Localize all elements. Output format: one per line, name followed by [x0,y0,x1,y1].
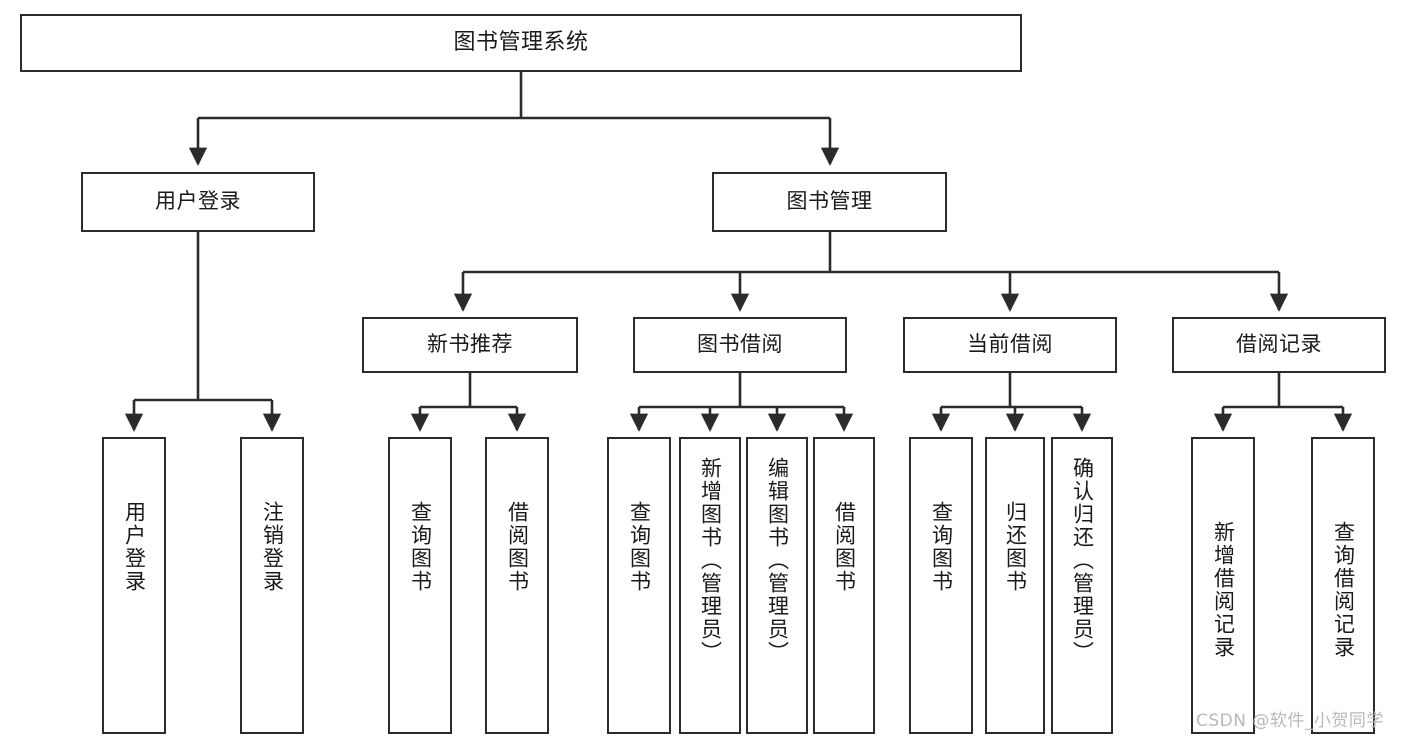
node-leaf-return-book[interactable]: 归还图书 [985,437,1045,734]
node-leaf-borrow-book[interactable]: 借阅图书 [813,437,875,734]
node-label: 编辑图书（管理员） [765,457,790,664]
node-leaf-add-borrow-record[interactable]: 新增借阅记录 [1191,437,1255,734]
node-label: 新增图书（管理员） [698,457,723,664]
node-leaf-user-login[interactable]: 用户登录 [102,437,166,734]
node-label: 新增借阅记录 [1211,521,1236,659]
node-leaf-query-book-recommend[interactable]: 查询图书 [388,437,452,734]
node-label: 查询图书 [627,501,652,593]
node-root-system[interactable]: 图书管理系统 [20,14,1022,72]
node-user-login[interactable]: 用户登录 [81,172,315,232]
node-label: 图书管理 [786,189,873,214]
node-label: 归还图书 [1003,501,1028,593]
node-label: 用户登录 [122,501,147,593]
node-label: 查询图书 [408,501,433,593]
node-leaf-query-book-borrow[interactable]: 查询图书 [607,437,671,734]
node-book-borrow[interactable]: 图书借阅 [633,317,847,373]
node-label: 借阅图书 [505,501,530,593]
node-label: 用户登录 [155,189,241,214]
node-book-manage[interactable]: 图书管理 [712,172,947,232]
node-leaf-borrow-book-recommend[interactable]: 借阅图书 [485,437,549,734]
node-current-borrow[interactable]: 当前借阅 [903,317,1117,373]
node-label: 查询图书 [929,501,954,593]
node-label: 新书推荐 [427,332,513,357]
node-leaf-query-borrow-record[interactable]: 查询借阅记录 [1311,437,1375,734]
node-borrow-record[interactable]: 借阅记录 [1172,317,1386,373]
node-label: 图书管理系统 [453,29,589,55]
node-label: 借阅记录 [1236,332,1322,357]
node-leaf-logout[interactable]: 注销登录 [240,437,304,734]
node-leaf-add-book-admin[interactable]: 新增图书（管理员） [679,437,741,734]
node-label: 当前借阅 [967,332,1053,357]
node-label: 注销登录 [260,501,285,593]
node-new-book-recommend[interactable]: 新书推荐 [362,317,578,373]
watermark-text: CSDN @软件_小贺同学 [1196,711,1384,731]
csdn-watermark: CSDN @软件_小贺同学 [1196,706,1384,731]
node-leaf-query-book-current[interactable]: 查询图书 [909,437,973,734]
node-leaf-edit-book-admin[interactable]: 编辑图书（管理员） [746,437,808,734]
node-label: 图书借阅 [697,332,783,357]
node-label: 确认归还（管理员） [1070,457,1095,664]
node-label: 查询借阅记录 [1331,521,1356,659]
node-label: 借阅图书 [832,501,857,593]
node-leaf-confirm-return-admin[interactable]: 确认归还（管理员） [1051,437,1113,734]
